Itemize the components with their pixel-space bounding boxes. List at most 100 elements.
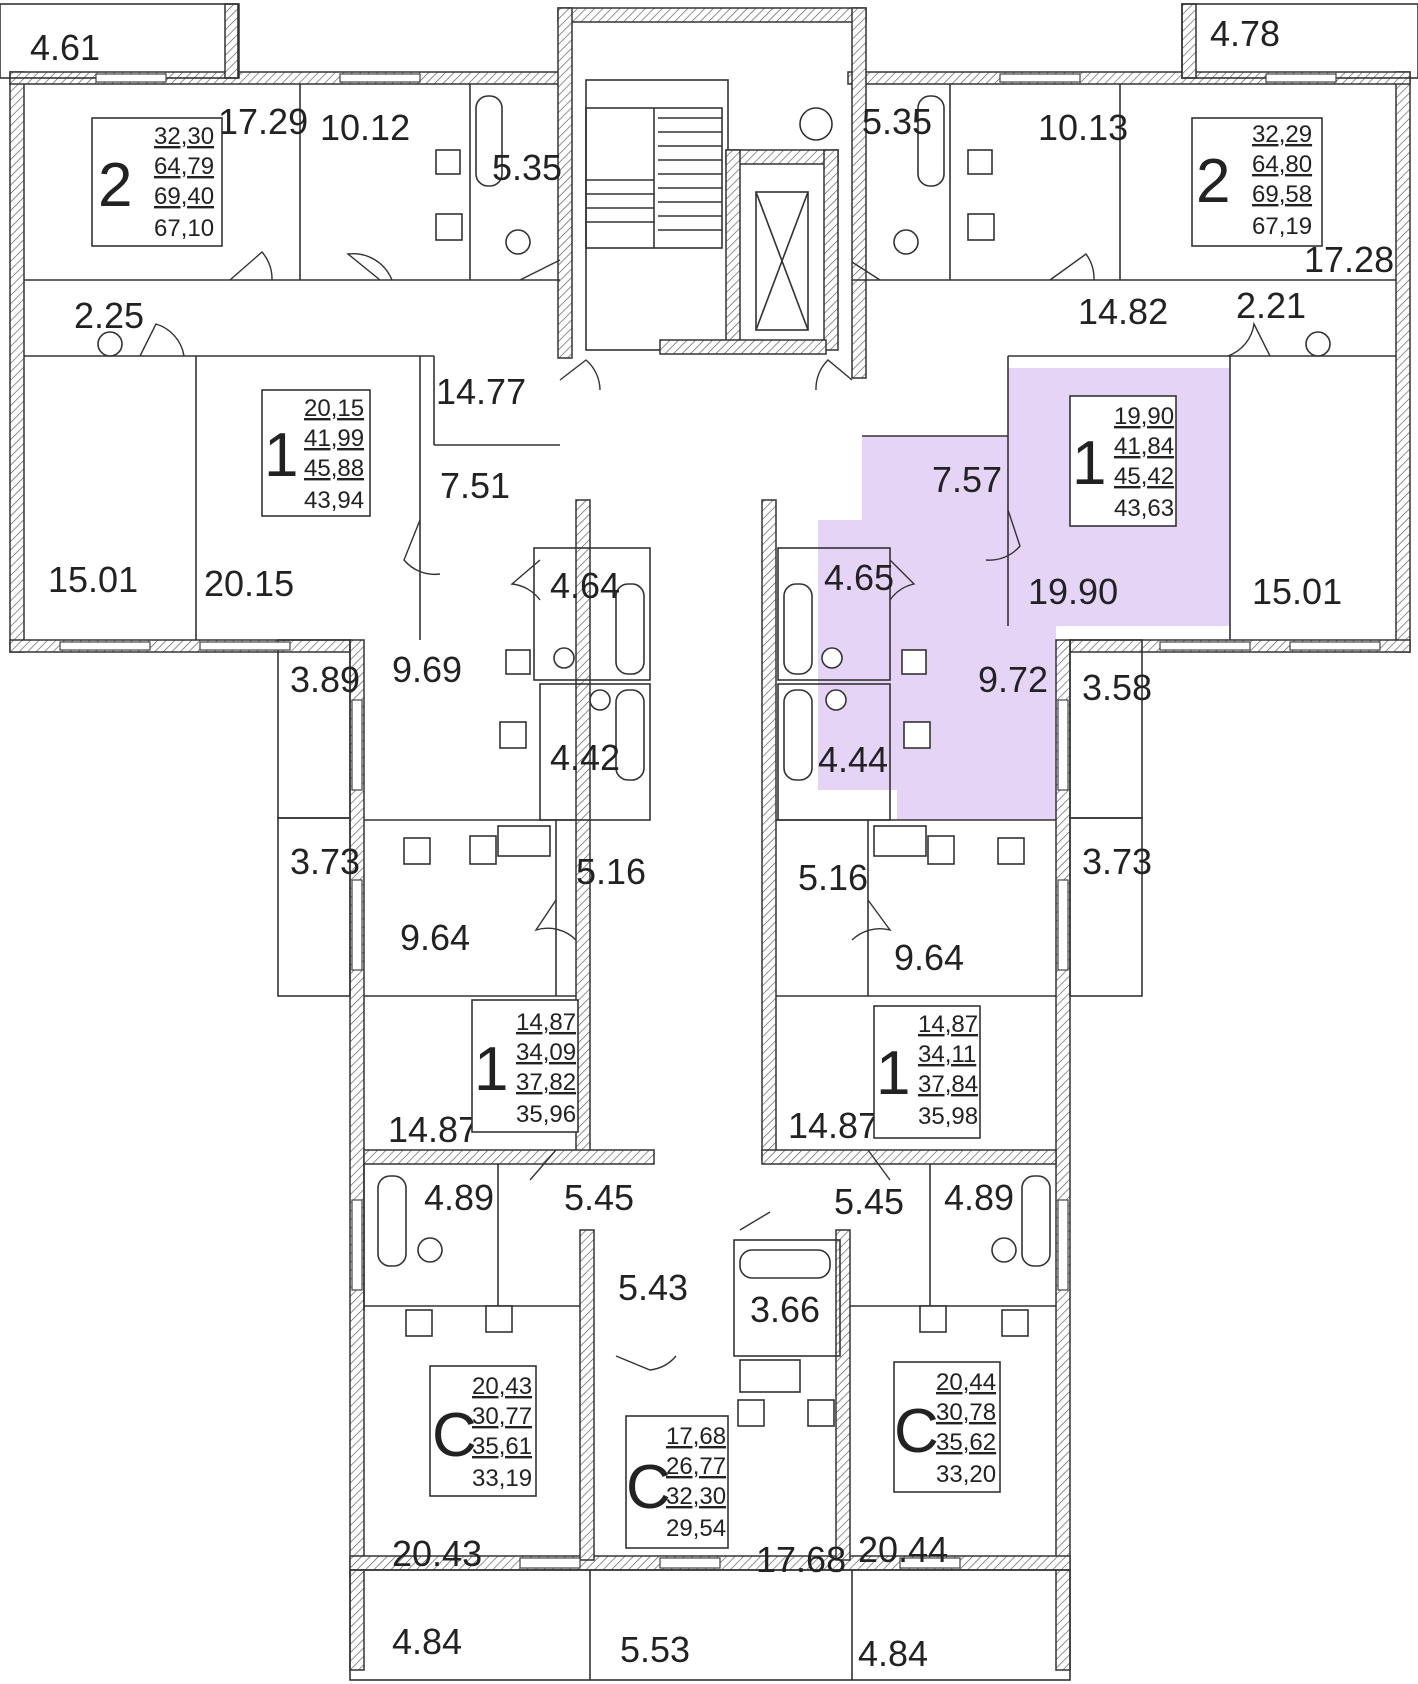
room-area-label: 5.53 [620, 1629, 690, 1670]
apartment-value: 43,94 [304, 487, 364, 514]
apartment-badge[interactable]: 1 14,87 34,09 37,82 35,96 [471, 999, 579, 1133]
apartment-value: 37,84 [918, 1071, 978, 1098]
room-area-label: 5.43 [618, 1267, 688, 1308]
apartment-type: 2 [1196, 147, 1230, 216]
apartment-type: 1 [264, 421, 298, 490]
room-area-label: 20.15 [204, 563, 294, 604]
room-area-labels: 4.61 4.78 17.29 10.12 5.35 5.35 10.13 2.… [30, 13, 1394, 1674]
apartment-value: 20,43 [472, 1373, 532, 1400]
apartment-badge[interactable]: 2 32,30 64,79 69,40 67,10 [91, 117, 223, 247]
apartment-badge[interactable]: 2 32,29 64,80 69,58 67,19 [1191, 117, 1323, 247]
room-area-label: 3.58 [1082, 667, 1152, 708]
room-area-label: 2.21 [1236, 285, 1306, 326]
apartment-value: 45,42 [1114, 463, 1174, 490]
room-area-label: 3.66 [750, 1289, 820, 1330]
room-area-label: 4.61 [30, 27, 100, 68]
room-area-label: 5.16 [798, 857, 868, 898]
apartment-value: 30,78 [936, 1399, 996, 1426]
apartment-value: 37,82 [516, 1069, 576, 1096]
apartment-value: 32,30 [154, 123, 214, 150]
apartment-value: 33,19 [472, 1465, 532, 1492]
room-area-label: 7.57 [932, 459, 1002, 500]
room-area-label: 14.87 [788, 1105, 878, 1146]
room-area-label: 9.69 [392, 649, 462, 690]
room-area-label: 7.51 [440, 465, 510, 506]
room-area-label: 17.68 [756, 1539, 846, 1580]
room-area-label: 10.12 [320, 107, 410, 148]
apartment-type: С [626, 1453, 671, 1522]
room-area-label: 14.87 [388, 1109, 478, 1150]
apartment-badge[interactable]: 1 19,90 41,84 45,42 43,63 [1069, 395, 1177, 527]
apartment-value: 34,09 [516, 1039, 576, 1066]
apartment-value: 41,84 [1114, 433, 1174, 460]
apartment-value: 14,87 [516, 1009, 576, 1036]
room-area-label: 10.13 [1038, 107, 1128, 148]
apartment-value: 32,30 [666, 1483, 726, 1510]
room-area-label: 20.44 [858, 1529, 948, 1570]
room-area-label: 5.35 [492, 147, 562, 188]
room-area-label: 4.89 [944, 1177, 1014, 1218]
apartment-value: 17,68 [666, 1423, 726, 1450]
apartment-value: 35,96 [516, 1101, 576, 1128]
apartment-type: 1 [1072, 429, 1106, 498]
apartment-value: 20,44 [936, 1369, 996, 1396]
room-area-label: 4.78 [1210, 13, 1280, 54]
room-area-label: 4.42 [550, 737, 620, 778]
apartment-value: 35,62 [936, 1429, 996, 1456]
apartment-type: С [894, 1397, 939, 1466]
apartment-value: 32,29 [1252, 121, 1312, 148]
apartment-value: 14,87 [918, 1011, 978, 1038]
room-area-label: 3.89 [290, 659, 360, 700]
apartment-badge[interactable]: 1 20,15 41,99 45,88 43,94 [261, 389, 371, 517]
apartment-value: 64,80 [1252, 151, 1312, 178]
apartment-type: 1 [474, 1035, 508, 1104]
doors [139, 251, 1271, 1371]
room-area-label: 9.64 [400, 917, 470, 958]
apartment-value: 35,98 [918, 1103, 978, 1130]
room-area-label: 14.77 [436, 371, 526, 412]
apartment-type: 2 [98, 151, 132, 220]
room-area-label: 15.01 [1252, 571, 1342, 612]
room-area-label: 9.64 [894, 937, 964, 978]
room-area-label: 2.25 [74, 295, 144, 336]
apartment-badge[interactable]: С 17,68 26,77 32,30 29,54 [625, 1415, 729, 1549]
room-area-label: 4.44 [818, 739, 888, 780]
apartment-type: С [432, 1401, 477, 1470]
room-area-label: 5.45 [564, 1177, 634, 1218]
room-area-label: 4.84 [392, 1621, 462, 1662]
apartment-value: 67,19 [1252, 213, 1312, 240]
apartment-value: 30,77 [472, 1403, 532, 1430]
apartment-value: 69,58 [1252, 181, 1312, 208]
apartment-value: 20,15 [304, 395, 364, 422]
apartment-value: 69,40 [154, 183, 214, 210]
apartment-value: 35,61 [472, 1433, 532, 1460]
fixtures [97, 95, 1331, 1427]
room-area-label: 15.01 [48, 559, 138, 600]
room-area-label: 5.16 [576, 851, 646, 892]
apartment-badge[interactable]: С 20,43 30,77 35,61 33,19 [429, 1365, 537, 1497]
room-area-label: 5.45 [834, 1181, 904, 1222]
apartment-value: 43,63 [1114, 495, 1174, 522]
apartment-value: 29,54 [666, 1515, 726, 1542]
apartment-value: 19,90 [1114, 403, 1174, 430]
apartment-type: 1 [876, 1039, 910, 1108]
room-area-label: 14.82 [1078, 291, 1168, 332]
room-area-label: 19.90 [1028, 571, 1118, 612]
apartment-value: 26,77 [666, 1453, 726, 1480]
room-area-label: 4.64 [550, 565, 620, 606]
apartment-value: 41,99 [304, 425, 364, 452]
room-area-label: 3.73 [1082, 841, 1152, 882]
apartment-value: 64,79 [154, 153, 214, 180]
windows [59, 73, 1381, 1569]
room-area-label: 5.35 [862, 101, 932, 142]
room-area-label: 4.84 [858, 1633, 928, 1674]
apartment-badge[interactable]: С 20,44 30,78 35,62 33,20 [893, 1361, 1001, 1493]
room-area-label: 17.29 [218, 101, 308, 142]
room-area-label: 3.73 [290, 841, 360, 882]
apartment-value: 33,20 [936, 1461, 996, 1488]
room-area-label: 20.43 [392, 1533, 482, 1574]
room-area-label: 4.65 [824, 557, 894, 598]
apartment-value: 67,10 [154, 215, 214, 242]
apartment-badge[interactable]: 1 14,87 34,11 37,84 35,98 [873, 1005, 981, 1139]
